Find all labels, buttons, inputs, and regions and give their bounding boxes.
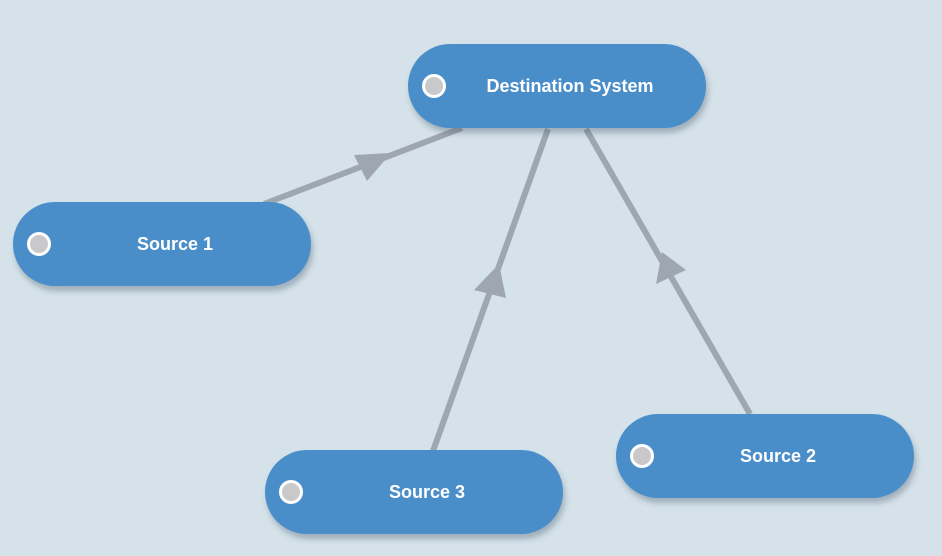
node-source-3[interactable]: Source 3 [265,450,563,534]
edge-source2-to-destination[interactable] [583,127,753,416]
node-label: Source 1 [136,234,214,254]
edge-source3-to-destination[interactable] [430,127,551,453]
node-label: Destination System [486,76,654,96]
node-source-1[interactable]: Source 1 [13,202,311,286]
port-icon[interactable] [27,232,51,256]
arrow-head-icon [354,153,391,181]
port-icon[interactable] [279,480,303,504]
node-destination-system[interactable]: Destination System [408,44,706,128]
node-label: Source 3 [388,482,466,502]
edge-source1-to-destination[interactable] [262,125,464,207]
node-source-2[interactable]: Source 2 [616,414,914,498]
port-icon[interactable] [630,444,654,468]
port-icon[interactable] [422,74,446,98]
node-label: Source 2 [739,446,817,466]
arrow-head-icon [656,252,686,284]
arrow-head-icon [474,264,506,298]
